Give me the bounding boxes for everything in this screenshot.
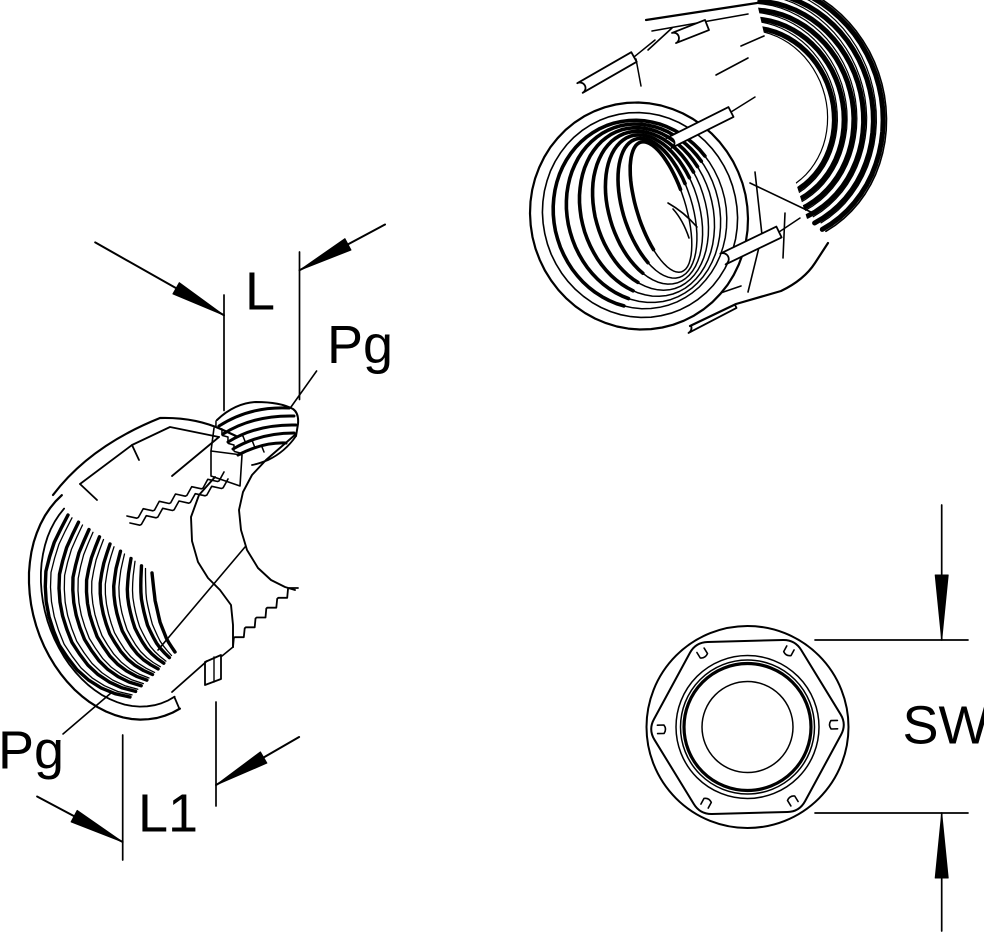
svg-text:Pg: Pg [327, 315, 393, 375]
svg-text:L: L [245, 262, 275, 322]
svg-text:L1: L1 [138, 784, 198, 844]
svg-text:SW: SW [903, 696, 984, 756]
svg-text:Pg: Pg [0, 721, 64, 781]
